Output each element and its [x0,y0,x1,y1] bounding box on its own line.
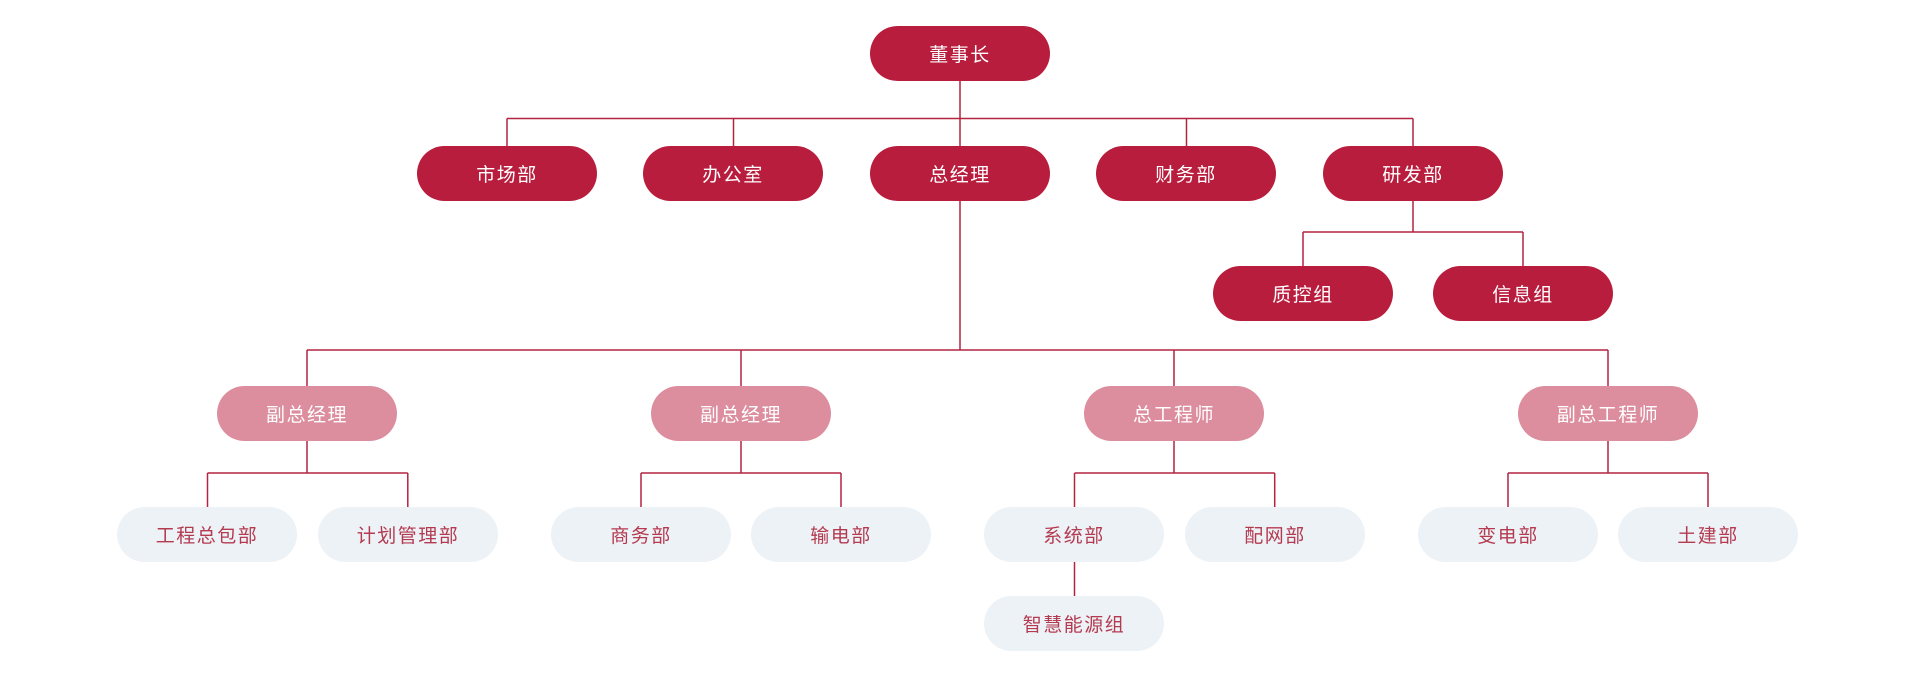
org-node-chairman[interactable]: 董事长 [870,26,1050,81]
org-node-commerce-dept[interactable]: 商务部 [551,507,731,562]
connector-deputy-gm2-children [640,441,842,507]
org-node-smart-energy-group[interactable]: 智慧能源组 [984,596,1164,651]
org-node-epc-dept[interactable]: 工程总包部 [117,507,297,562]
connector-chief-engineer-children [1073,441,1276,507]
connector-chairman-children [506,81,1414,146]
org-node-finance-dept[interactable]: 财务部 [1096,146,1276,201]
org-node-office[interactable]: 办公室 [643,146,823,201]
org-node-quality-control-group[interactable]: 质控组 [1213,266,1393,321]
org-node-distribution-dept[interactable]: 配网部 [1185,507,1365,562]
connector-gm-children [306,201,1609,386]
org-node-general-manager[interactable]: 总经理 [870,146,1050,201]
org-node-transmission-dept[interactable]: 输电部 [751,507,931,562]
connector-deputy-chief-children [1507,441,1709,507]
org-node-deputy-gm-1[interactable]: 副总经理 [217,386,397,441]
connector-deputy-gm1-children [206,441,409,507]
org-node-deputy-gm-2[interactable]: 副总经理 [651,386,831,441]
org-node-information-group[interactable]: 信息组 [1433,266,1613,321]
org-node-chief-engineer[interactable]: 总工程师 [1084,386,1264,441]
org-node-marketing-dept[interactable]: 市场部 [417,146,597,201]
connector-rnd-children [1302,201,1524,266]
org-node-civil-dept[interactable]: 土建部 [1618,507,1798,562]
org-node-system-dept[interactable]: 系统部 [984,507,1164,562]
org-node-deputy-chief-engineer[interactable]: 副总工程师 [1518,386,1698,441]
org-node-planning-dept[interactable]: 计划管理部 [318,507,498,562]
org-node-substation-dept[interactable]: 变电部 [1418,507,1598,562]
org-node-rnd-dept[interactable]: 研发部 [1323,146,1503,201]
